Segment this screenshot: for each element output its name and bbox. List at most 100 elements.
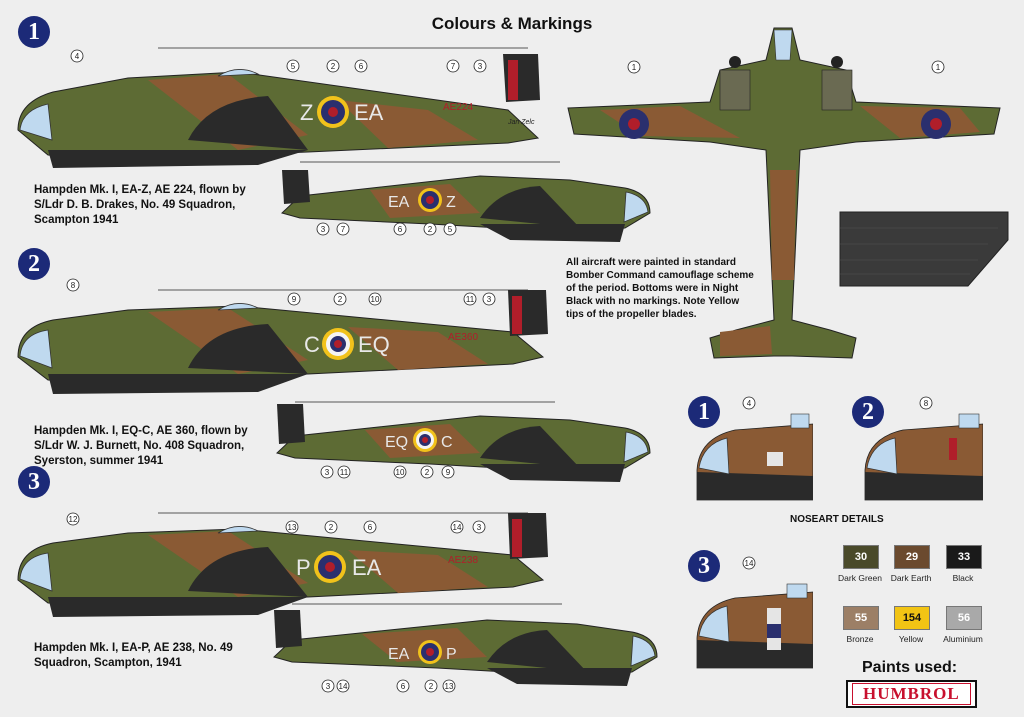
svg-text:7: 7 [451, 62, 456, 71]
code-letter-left: C [304, 332, 320, 357]
callout-s3-top-0: 12 [66, 512, 80, 526]
callout-s1-bot-4: 5 [443, 222, 457, 236]
svg-text:5: 5 [291, 62, 296, 71]
callout-s2-top-3: 10 [368, 292, 382, 306]
artist-signature: Jan Zelc [507, 119, 535, 126]
code-letters-left: EQ [385, 434, 408, 451]
svg-text:14: 14 [453, 523, 462, 532]
code-letter-right: Z [446, 194, 456, 211]
humbrol-brand: HUMBROL [852, 683, 971, 705]
swatch-label-33: Black [952, 573, 974, 583]
swatch-label-29: Dark Earth [890, 573, 932, 583]
callout-s1-bot-0: 3 [316, 222, 330, 236]
callout-s1-top-1: 5 [286, 59, 300, 73]
svg-text:14: 14 [745, 559, 754, 568]
svg-text:4: 4 [747, 399, 752, 408]
swatch-label-154: Yellow [898, 634, 924, 644]
svg-text:10: 10 [396, 468, 405, 477]
code-letter-right: P [446, 646, 457, 663]
paints-heading: Paints used: [862, 659, 958, 676]
callout-s3-top-3: 6 [363, 520, 377, 534]
callout-plan-1: 1 [931, 60, 945, 74]
svg-text:4: 4 [75, 52, 80, 61]
callout-s1-bot-2: 6 [393, 222, 407, 236]
swatch-label-55: Bronze [846, 634, 874, 644]
swatch-29: 29 [894, 545, 930, 569]
callout-s2-bot-0: 3 [320, 465, 334, 479]
noseart-panel-2 [864, 413, 983, 501]
svg-text:9: 9 [292, 295, 297, 304]
swatch-label-56: Aluminium [943, 634, 983, 644]
svg-text:14: 14 [339, 682, 348, 691]
svg-text:2: 2 [429, 682, 434, 691]
callout-s3-bot-0: 3 [321, 679, 335, 693]
noseart-panel-1 [696, 413, 813, 501]
callout-s1-top-3: 6 [354, 59, 368, 73]
swatch-55: 55 [843, 606, 879, 630]
plan-view [567, 27, 1001, 359]
svg-text:3: 3 [325, 468, 330, 477]
svg-text:10: 10 [371, 295, 380, 304]
callout-s2-bot-1: 11 [337, 465, 351, 479]
noseart-callout-2: 8 [919, 396, 933, 410]
callout-s2-bot-4: 9 [441, 465, 455, 479]
callout-s3-top-1: 13 [285, 520, 299, 534]
code-letter-right: C [441, 434, 453, 451]
svg-text:6: 6 [401, 682, 406, 691]
scheme-2-side-view-small: EQ C [276, 401, 651, 482]
swatch-30: 30 [843, 545, 879, 569]
scheme-badge-3: 3 [18, 466, 50, 498]
noseart-callout-1: 4 [742, 396, 756, 410]
svg-text:13: 13 [288, 523, 297, 532]
svg-text:13: 13 [445, 682, 454, 691]
code-letter-left: Z [300, 100, 313, 125]
serial-number: AE238 [448, 555, 478, 566]
svg-text:3: 3 [321, 225, 326, 234]
scheme-2-side-view-large: C EQ AE360 [17, 289, 548, 394]
callout-s1-top-2: 2 [326, 59, 340, 73]
swatch-154: 154 [894, 606, 930, 630]
callout-s3-bot-1: 14 [336, 679, 350, 693]
callout-s3-top-5: 3 [472, 520, 486, 534]
humbrol-logo: HUMBROL [846, 680, 977, 708]
swatch-label-30: Dark Green [838, 573, 882, 583]
svg-text:2: 2 [425, 468, 430, 477]
callout-s3-top-2: 2 [324, 520, 338, 534]
page-title: Colours & Markings [431, 14, 593, 33]
code-letters-right: EA [354, 100, 384, 125]
scheme-1-side-view-small: EA Z [281, 161, 651, 242]
svg-text:7: 7 [341, 225, 346, 234]
callout-s2-top-2: 2 [333, 292, 347, 306]
svg-text:2: 2 [331, 62, 336, 71]
noseart-callout-3: 14 [742, 556, 756, 570]
callout-plan-0: 1 [627, 60, 641, 74]
callout-s2-top-5: 3 [482, 292, 496, 306]
swatch-56: 56 [946, 606, 982, 630]
callout-s1-top-4: 7 [446, 59, 460, 73]
scheme-badge-2: 2 [18, 248, 50, 280]
svg-text:11: 11 [466, 295, 475, 304]
serial-number: AE360 [448, 332, 478, 343]
callout-s2-top-1: 9 [287, 292, 301, 306]
svg-text:3: 3 [477, 523, 482, 532]
callout-s3-top-4: 14 [450, 520, 464, 534]
callout-s1-top-0: 4 [70, 49, 84, 63]
svg-text:11: 11 [340, 468, 349, 477]
callout-s2-bot-3: 2 [420, 465, 434, 479]
code-letters-right: EA [352, 555, 382, 580]
callout-s3-bot-2: 6 [396, 679, 410, 693]
svg-text:1: 1 [936, 63, 941, 72]
code-letters-right: EQ [358, 332, 390, 357]
svg-text:2: 2 [329, 523, 334, 532]
scheme-3-side-view-large: P EA AE238 [17, 512, 548, 617]
svg-text:8: 8 [924, 399, 929, 408]
callout-s2-top-0: 8 [66, 278, 80, 292]
code-letter-left: P [296, 555, 311, 580]
svg-text:8: 8 [71, 281, 76, 290]
